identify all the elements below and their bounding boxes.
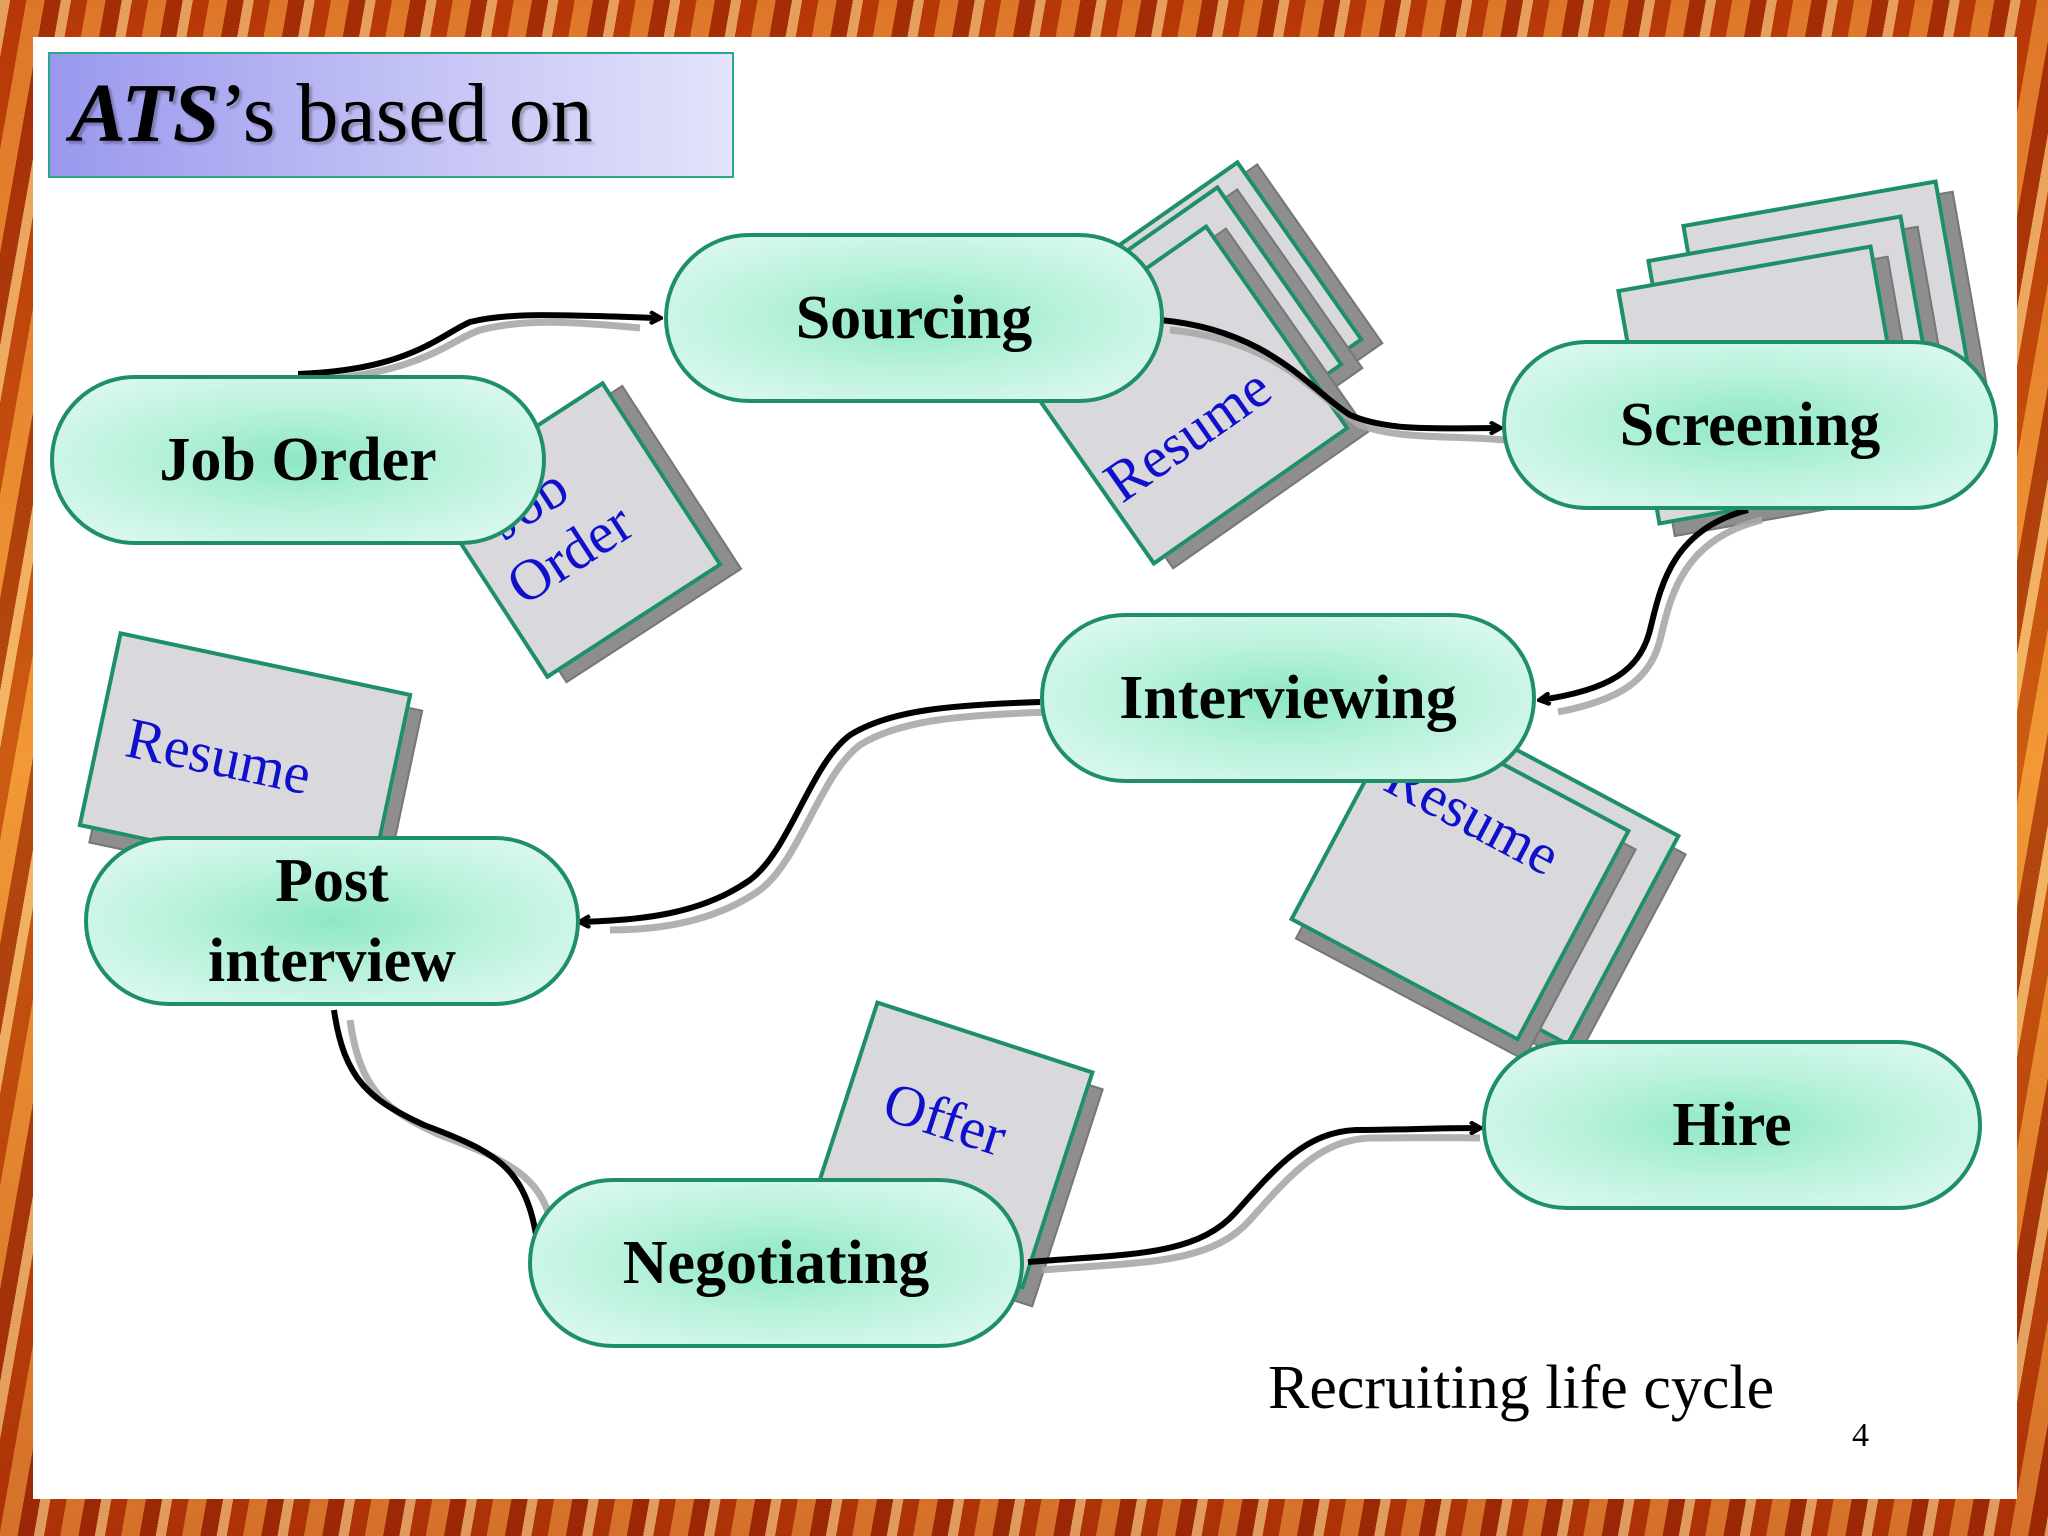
sourcing-node: Sourcing [664, 233, 1164, 403]
job-order-node: Job Order [50, 375, 546, 545]
diagram-caption: Recruiting life cycle [1268, 1354, 1775, 1422]
slide-title: ATS’s based on [70, 64, 593, 164]
screening-label: Screening [1619, 391, 1881, 459]
post-interview-line1: Post [275, 847, 389, 915]
title-box: ATS’s based on [48, 52, 734, 178]
negotiating-label: Negotiating [622, 1229, 930, 1297]
interviewing-label: Interviewing [1119, 664, 1457, 732]
post-interview-node: Post interview [84, 836, 580, 1006]
job-order-label: Job Order [159, 426, 437, 494]
sourcing-label: Sourcing [795, 284, 1033, 352]
page-number: 4 [1852, 1417, 1869, 1454]
post-interview-line2: interview [208, 927, 456, 995]
post-interview-label: Post interview [208, 841, 456, 1001]
title-rest: ’s based on [219, 67, 593, 160]
hire-label: Hire [1672, 1091, 1792, 1159]
title-emphasis: ATS [70, 67, 220, 160]
screening-node: Screening [1502, 340, 1998, 510]
hire-node: Hire [1482, 1040, 1982, 1210]
negotiating-node: Negotiating [528, 1178, 1024, 1348]
interviewing-node: Interviewing [1040, 613, 1536, 783]
